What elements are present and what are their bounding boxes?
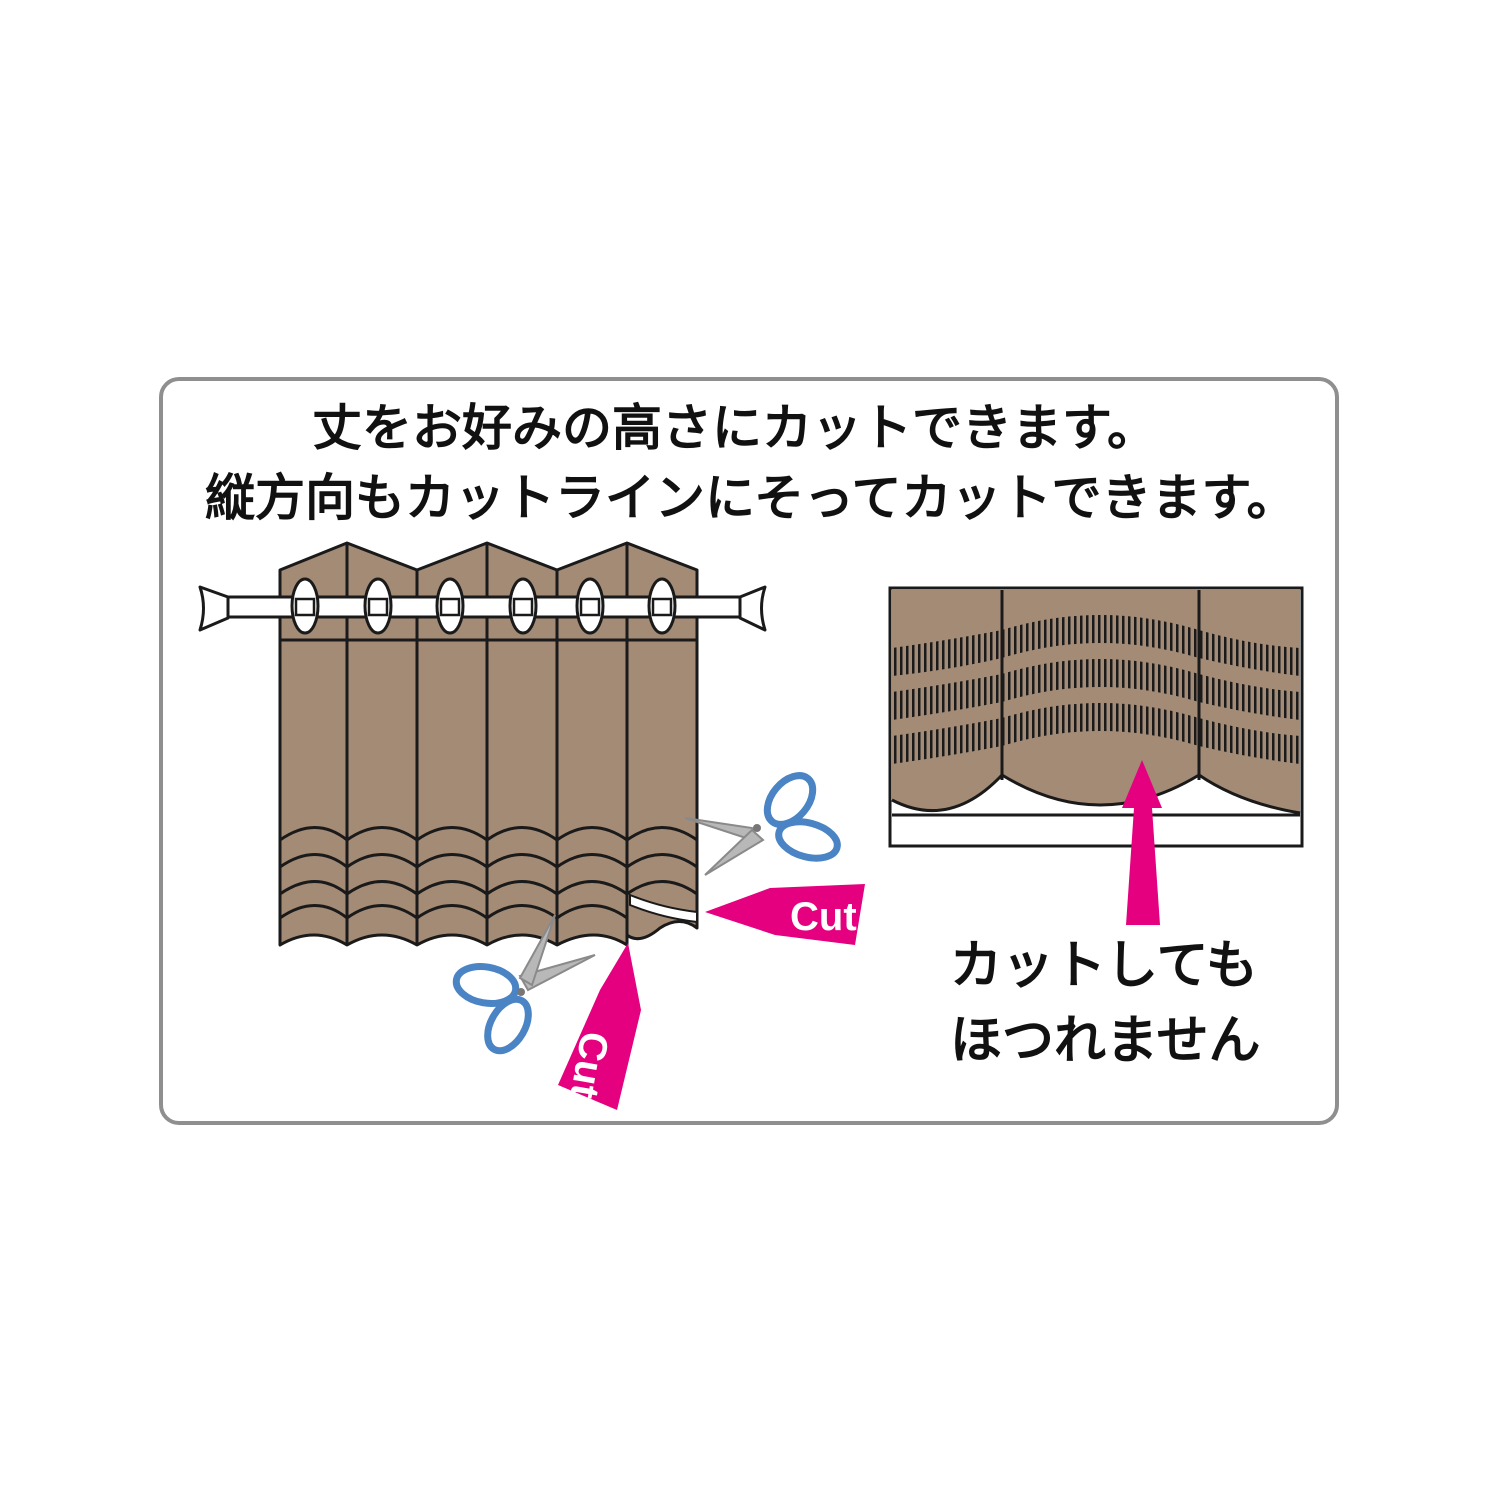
hem-closeup — [888, 586, 1304, 925]
heading-line-2: 縦方向もカットラインにそってカットできます。 — [205, 469, 1297, 527]
note-line-1: カットしても — [950, 936, 1258, 996]
heading-line-1: 丈をお好みの高さにカットできます。 — [312, 399, 1157, 457]
cut-arrow-horizontal-label: Cut — [790, 895, 857, 939]
note-line-2: ほつれません — [950, 1011, 1261, 1071]
cut-arrow-vertical: Cut — [558, 943, 641, 1110]
up-arrow — [1122, 760, 1162, 925]
scissors-icon — [684, 772, 841, 876]
curtain-hem-lines — [279, 826, 698, 920]
curtain-rod-icon — [198, 585, 767, 632]
cut-arrow-horizontal: Cut — [705, 884, 865, 945]
scissors-icon — [452, 914, 596, 1055]
